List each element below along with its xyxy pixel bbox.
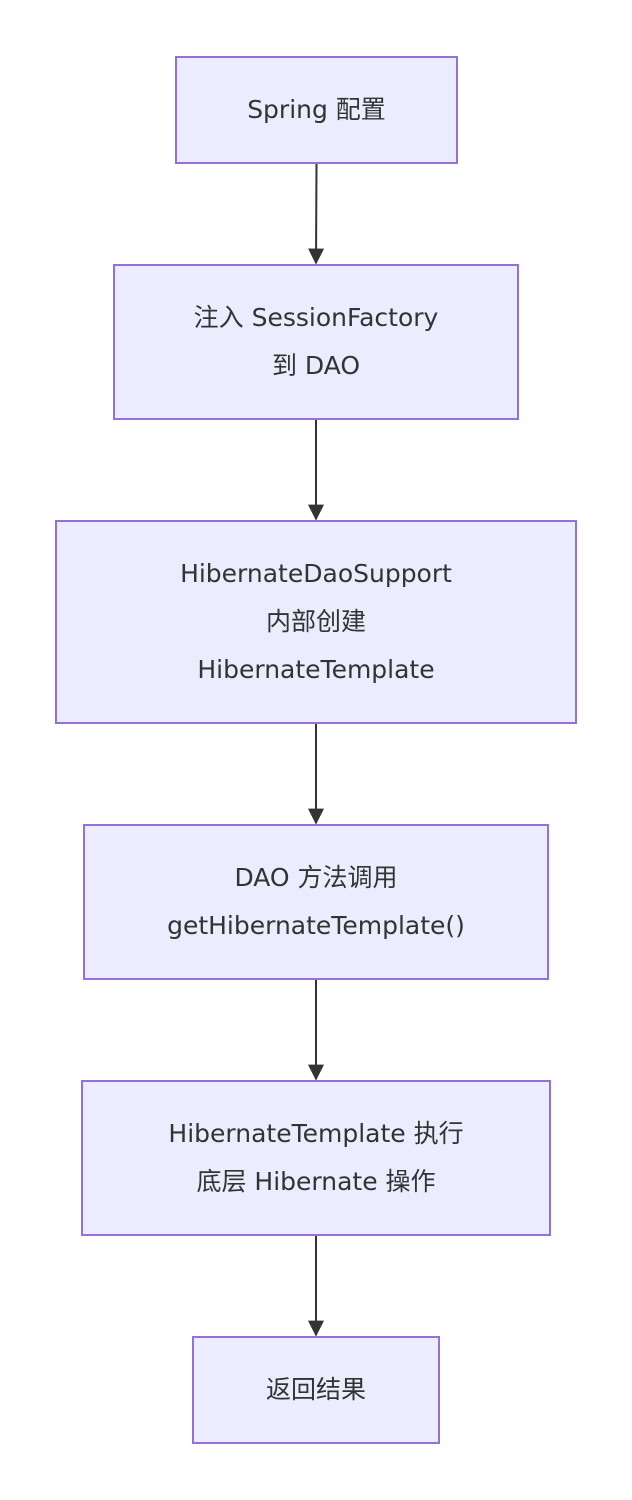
node-line: 底层 Hibernate 操作 <box>196 1167 436 1196</box>
node-spring-config: Spring 配置 <box>175 56 458 164</box>
node-daosupport-create-template: HibernateDaoSupport 内部创建 HibernateTempla… <box>55 520 577 724</box>
node-line: 注入 SessionFactory <box>193 303 439 332</box>
node-line: 到 DAO <box>271 351 361 380</box>
node-inject-sessionfactory: 注入 SessionFactory 到 DAO <box>113 264 519 420</box>
edge-arrow-n1-n2 <box>308 163 325 265</box>
node-return-result: 返回结果 <box>192 1336 440 1444</box>
node-template-execute: HibernateTemplate 执行 底层 Hibernate 操作 <box>81 1080 551 1236</box>
node-line: 内部创建 <box>265 607 366 636</box>
node-line: 返回结果 <box>265 1375 366 1404</box>
node-line: getHibernateTemplate() <box>167 911 465 940</box>
node-dao-method-call: DAO 方法调用 getHibernateTemplate() <box>83 824 549 980</box>
node-line: HibernateTemplate 执行 <box>168 1119 464 1148</box>
node-line: Spring 配置 <box>247 95 386 124</box>
node-line: HibernateTemplate <box>197 655 435 684</box>
node-line: HibernateDaoSupport <box>180 559 452 588</box>
node-line: DAO 方法调用 <box>234 863 398 892</box>
